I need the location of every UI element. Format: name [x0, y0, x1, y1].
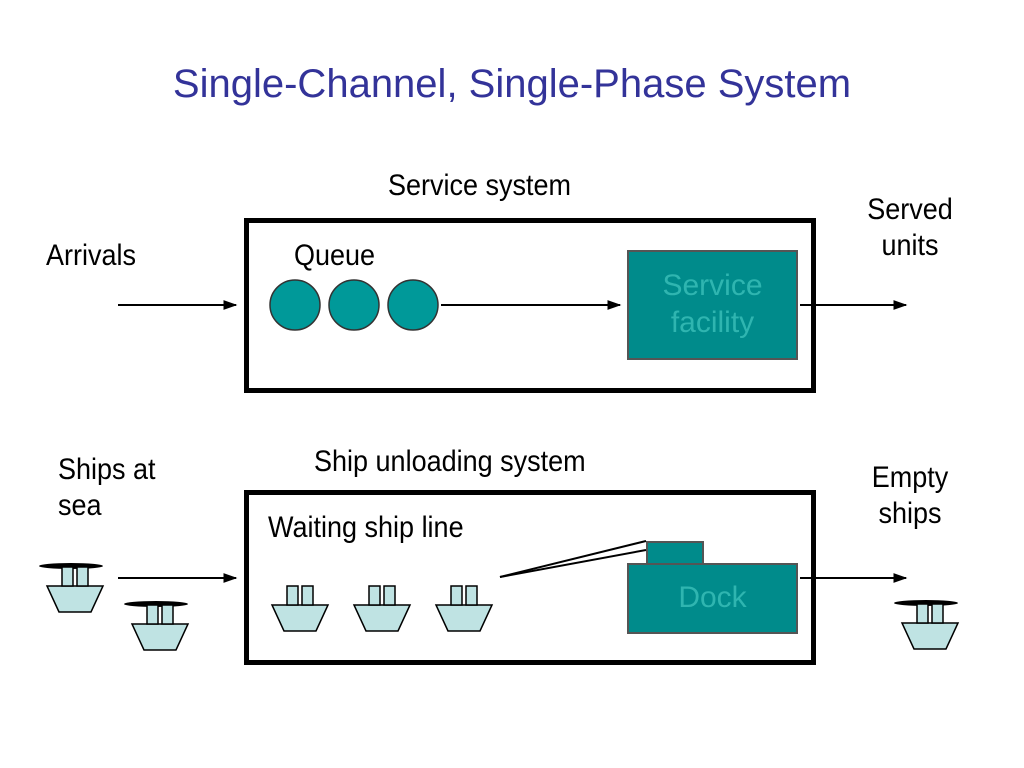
waiting-ship-line-label: Waiting ship line — [268, 511, 464, 544]
arrivals-label: Arrivals — [46, 239, 137, 272]
empty-ships-label: Empty ships — [871, 461, 949, 530]
ship-icon — [894, 600, 959, 650]
queue-label: Queue — [294, 239, 376, 272]
ship-unloading-system-label: Ship unloading system — [314, 445, 586, 478]
crane-cab — [646, 541, 704, 565]
service-system-label: Service system — [388, 169, 572, 202]
queue-unit-1 — [269, 279, 321, 331]
dock-box: Dock — [627, 563, 798, 634]
ships-at-sea-label: Ships at sea — [58, 453, 156, 522]
ship-icon — [435, 585, 493, 632]
ship-icon — [124, 601, 189, 651]
crane-line-upper — [499, 540, 647, 578]
ship-icon — [39, 563, 104, 613]
queue-unit-3 — [387, 279, 439, 331]
served-units-label: Served units — [867, 193, 953, 262]
service-facility-box: Service facility — [627, 250, 798, 360]
ship-icon — [353, 585, 411, 632]
slide-title: Single-Channel, Single-Phase System — [172, 62, 852, 106]
queue-unit-2 — [328, 279, 380, 331]
crane-line-lower — [499, 549, 647, 578]
ship-icon — [271, 585, 329, 632]
